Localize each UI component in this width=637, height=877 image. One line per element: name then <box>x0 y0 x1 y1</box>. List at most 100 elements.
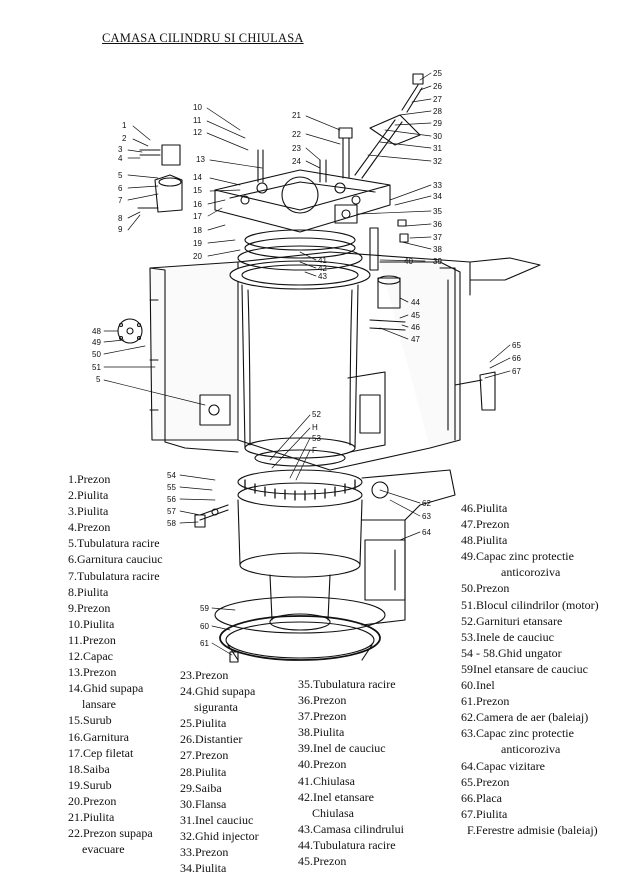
callout-54: 54 <box>167 471 176 480</box>
legend-item: 10.Piulita <box>68 616 115 631</box>
legend-item: 67.Piulita <box>461 806 508 821</box>
legend-item: 49.Capac zinc protectie <box>461 549 574 564</box>
callout-5: 5 <box>118 171 123 180</box>
callout-47: 47 <box>411 335 420 344</box>
legend-item: 21.Piulita <box>68 809 115 824</box>
callout-26: 26 <box>433 82 442 91</box>
cylinder-liner <box>229 260 371 631</box>
callout-65: 65 <box>512 341 521 350</box>
legend-item: 30.Flansa <box>180 796 227 811</box>
leader-lines <box>103 72 511 656</box>
legend-item: 15.Surub <box>68 713 112 728</box>
legend-item: 64.Capac vizitare <box>461 758 545 773</box>
legend-item: 16.Garnitura <box>68 729 129 744</box>
callout-57: 57 <box>167 507 176 516</box>
callout-49: 49 <box>92 338 101 347</box>
legend-item: 44.Tubulatura racire <box>298 837 396 852</box>
legend-item: 47.Prezon <box>461 517 510 532</box>
legend-item: 26.Distantier <box>180 732 243 747</box>
bottom-rings <box>214 596 386 663</box>
legend-item: 7.Tubulatura racire <box>68 568 160 583</box>
legend-item: 37.Prezon <box>298 709 347 724</box>
legend-item: 33.Prezon <box>180 845 229 860</box>
callout-31: 31 <box>433 144 442 153</box>
legend-item: 60.Inel <box>461 678 495 693</box>
legend-item: 53.Inele de cauciuc <box>461 629 554 644</box>
legend-item: 25.Piulita <box>180 716 227 731</box>
callout-43: 43 <box>318 272 327 281</box>
legend-item: 35.Tubulatura racire <box>298 677 396 691</box>
legend-item: 4.Prezon <box>68 520 111 535</box>
air-chamber <box>361 469 456 626</box>
callout-44: 44 <box>411 298 420 307</box>
callout-13: 13 <box>196 155 205 164</box>
legend-column-4: 46.Piulita 47.Prezon 48.Piulita 49.Capac… <box>461 500 599 838</box>
legend-item: 28.Piulita <box>180 764 227 779</box>
callout-64: 64 <box>422 528 431 537</box>
legend-item: 62.Camera de aer (baleiaj) <box>461 710 589 725</box>
callout-45: 45 <box>411 311 420 320</box>
callout-6: 6 <box>118 184 123 193</box>
callout-20: 20 <box>193 252 202 261</box>
legend-item: 36.Prezon <box>298 693 347 708</box>
callout-63: 63 <box>422 512 431 521</box>
legend-item: 65.Prezon <box>461 774 510 789</box>
callout-18: 18 <box>193 226 202 235</box>
plate-66 <box>454 371 496 411</box>
legend-item: 41.Chiulasa <box>298 773 355 788</box>
legend-item: 43.Camasa cilindrului <box>298 821 404 836</box>
callout-39: 39 <box>433 257 442 266</box>
coolant-pipe-right <box>369 219 409 331</box>
legend-item: 54 - 58.Ghid ungator <box>461 645 562 660</box>
callout-30: 30 <box>433 132 442 141</box>
callout-56: 56 <box>167 495 176 504</box>
legend-item: 59Inel etansare de cauciuc <box>461 661 588 676</box>
legend-item: 19.Surub <box>68 777 112 792</box>
cylinder-head <box>214 169 391 271</box>
callout-48: 48 <box>92 327 101 336</box>
legend-item: 63.Capac zinc protectie <box>461 726 574 741</box>
callout-17: 17 <box>193 212 202 221</box>
callout-4: 4 <box>118 154 123 163</box>
callout-10: 10 <box>193 103 202 112</box>
callout-19: 19 <box>193 239 202 248</box>
legend-item: 45.Prezon <box>298 854 347 869</box>
legend-item: 50.Prezon <box>461 581 510 596</box>
legend-item: 23.Prezon <box>180 668 229 682</box>
callout-15: 15 <box>193 186 202 195</box>
legend-item: 12.Capac <box>68 649 113 664</box>
legend-item: 8.Piulita <box>68 584 109 599</box>
callout-33: 33 <box>433 181 442 190</box>
legend-column-1: 1.Prezon 2.Piulita 3.Piulita 4.Prezon 5.… <box>68 471 163 857</box>
legend-item: 39.Inel de cauciuc <box>298 741 386 756</box>
legend-item: 61.Prezon <box>461 694 510 709</box>
legend-item: 3.Piulita <box>68 504 109 519</box>
callout-9: 9 <box>118 225 123 234</box>
callout-67: 67 <box>512 367 521 376</box>
callout-12: 12 <box>193 128 202 137</box>
legend-item: 13.Prezon <box>68 665 117 680</box>
callout-35: 35 <box>433 207 442 216</box>
callout-42: 42 <box>318 264 327 273</box>
callout-F: F <box>312 446 317 455</box>
diagram-title: CAMASA CILINDRU SI CHIULASA <box>102 31 304 45</box>
legend-item: 20.Prezon <box>68 793 117 808</box>
legend-item: 40.Prezon <box>298 757 347 772</box>
legend-column-3: 35.Tubulatura racire 36.Prezon 37.Prezon… <box>298 676 404 869</box>
callout-5b: 5 <box>96 375 101 384</box>
callout-23: 23 <box>292 144 301 153</box>
legend-item: 22.Prezon supapa <box>68 826 153 841</box>
callout-55: 55 <box>167 483 176 492</box>
callout-51: 51 <box>92 363 101 372</box>
callout-50: 50 <box>92 350 101 359</box>
lubricator-guide <box>194 504 229 528</box>
callout-34: 34 <box>433 192 442 201</box>
callout-60: 60 <box>200 622 209 631</box>
callout-28: 28 <box>433 107 442 116</box>
callout-66: 66 <box>512 354 521 363</box>
callout-1: 1 <box>122 121 127 130</box>
callout-27: 27 <box>433 95 442 104</box>
legend-item: 42.Inel etansare <box>298 789 374 804</box>
callout-61: 61 <box>200 639 209 648</box>
callout-53: 53 <box>312 434 321 443</box>
